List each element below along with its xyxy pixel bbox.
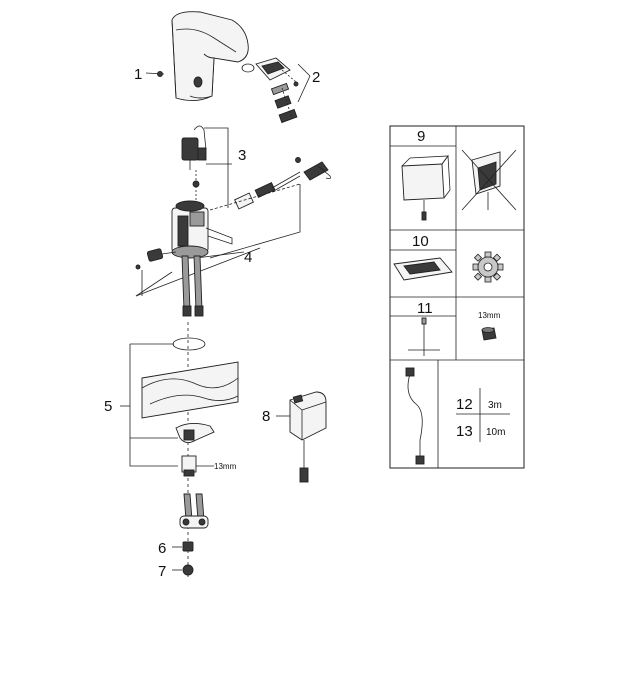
faucet-body: [171, 11, 249, 101]
aerator-set: [241, 57, 299, 124]
plug-part-7: [182, 564, 194, 576]
callout-8: 8: [262, 408, 270, 425]
callout-2: 2: [312, 69, 320, 86]
table-row-12-length: 3m: [488, 400, 502, 411]
callout-7: 7: [158, 563, 166, 580]
callout-3: 3: [238, 147, 246, 164]
power-supply: [289, 391, 327, 483]
accessory-table: 9 10 11 13: [389, 125, 525, 469]
table-row-12-label: 12: [456, 396, 473, 413]
wrench-size-label: 13mm: [214, 462, 237, 471]
hoses: [181, 255, 204, 580]
table-row-13-label: 13: [456, 423, 473, 440]
callout-6: 6: [158, 540, 166, 557]
callout-5: 5: [104, 398, 112, 415]
table-row-11-label: 11: [417, 300, 433, 317]
callout-4: 4: [244, 249, 252, 266]
table-row-9-label: 9: [417, 128, 425, 145]
valve-assembly: [135, 157, 331, 270]
table-row-10-label: 10: [412, 233, 429, 250]
callout-1: 1: [134, 66, 142, 83]
mounting-kit: [141, 337, 239, 477]
table-row-11-size: 13mm: [478, 311, 501, 320]
nut-part-6: [182, 541, 194, 552]
table-row-13-length: 10m: [486, 427, 505, 438]
hose-connectors: [179, 493, 209, 529]
sensor-module: [181, 125, 207, 205]
